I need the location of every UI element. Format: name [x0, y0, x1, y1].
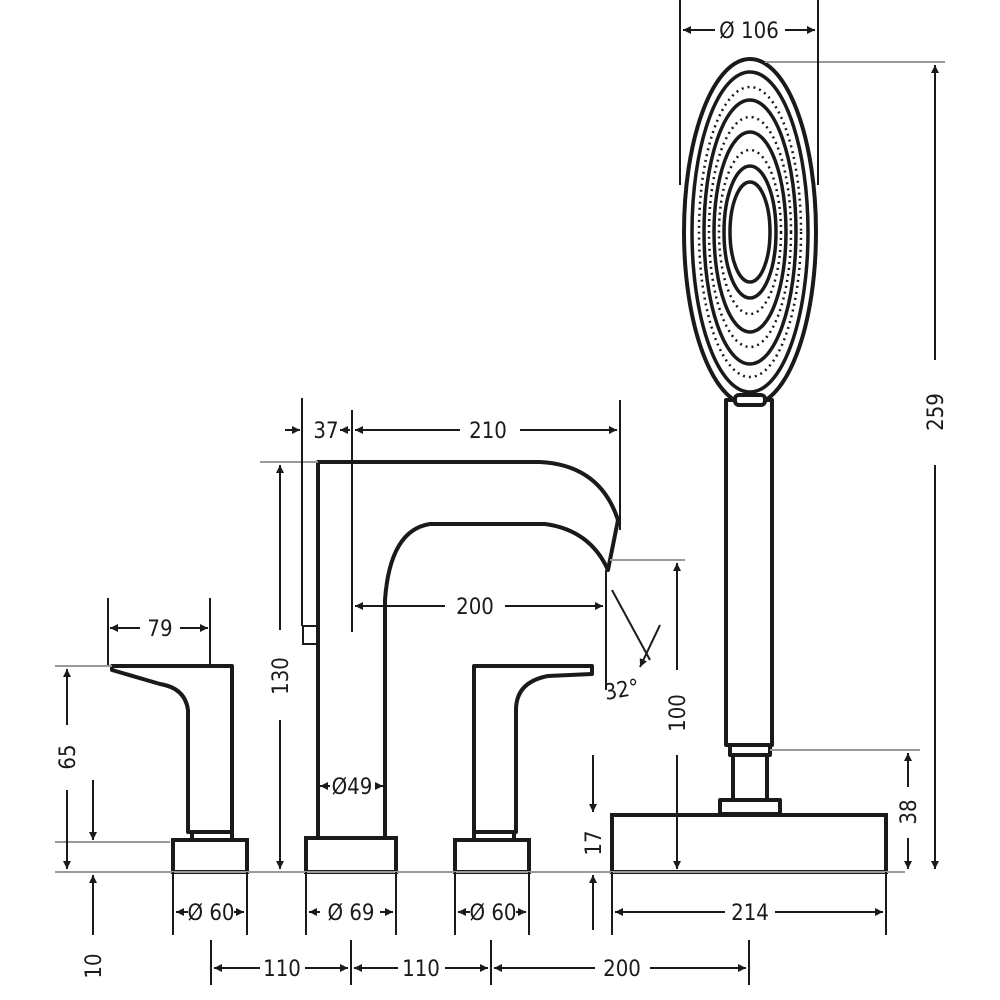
spray-ring-3: [707, 115, 793, 349]
spout-diverter: [302, 625, 320, 645]
shower-head-rim: [690, 70, 810, 394]
holder-body: [731, 753, 769, 802]
dim-spout-offset: 37: [313, 419, 338, 444]
dim-left-flange-diameter: Ø 60: [187, 901, 234, 926]
dim-spout-outlet-height: 100: [666, 694, 691, 732]
dim-spacing-right: 200: [603, 957, 641, 982]
spray-ring-outer: [697, 85, 803, 379]
dimension-labels: Ø 106 259 37 210 200 130 100 32° Ø49 79 …: [56, 19, 949, 982]
dim-total-height: 259: [924, 393, 949, 431]
spray-ring-2: [702, 98, 798, 366]
hand-shower-handle: [724, 398, 774, 747]
shower-base-plate: [610, 813, 888, 874]
left-handle-body: [110, 664, 234, 834]
dim-handle-length: 79: [147, 617, 172, 642]
right-flange: [453, 838, 531, 874]
spout-body: [316, 460, 620, 840]
dim-spout-reach: 210: [469, 419, 507, 444]
dimension-lines: [63, 26, 939, 972]
dim-spacing-middle: 110: [402, 957, 440, 982]
spray-ring-6: [722, 164, 778, 300]
dim-spout-angle: 32°: [602, 675, 641, 706]
left-flange: [171, 838, 249, 874]
dim-right-flange-diameter: Ø 60: [469, 901, 516, 926]
dim-spout-inner-reach: 200: [456, 595, 494, 620]
dim-spout-flange-diameter: Ø 69: [327, 901, 374, 926]
dim-shower-mount-height: 38: [897, 799, 922, 824]
hand-shower: [610, 57, 888, 874]
extension-lines: [55, 0, 945, 985]
spout-flange: [304, 836, 398, 874]
dim-spacing-left: 110: [263, 957, 301, 982]
dim-handle-height: 65: [56, 744, 81, 769]
spray-ring-5: [717, 148, 783, 316]
holder-flange: [718, 798, 782, 816]
left-handle: [110, 664, 249, 874]
dim-shower-head-diameter: Ø 106: [719, 19, 779, 44]
right-handle: [453, 664, 594, 874]
dim-shower-base-width: 214: [731, 901, 769, 926]
bath-spout: [302, 460, 620, 874]
dim-shower-base-height: 17: [582, 830, 607, 855]
dim-handle-flange-height: 10: [82, 953, 107, 978]
right-handle-body: [472, 664, 594, 834]
spray-ring-4: [712, 130, 788, 334]
spray-ring-center: [728, 180, 772, 284]
dim-spout-height: 130: [269, 657, 294, 695]
dim-spout-body-diameter: Ø49: [332, 775, 373, 800]
shower-head-neck: [733, 393, 767, 407]
